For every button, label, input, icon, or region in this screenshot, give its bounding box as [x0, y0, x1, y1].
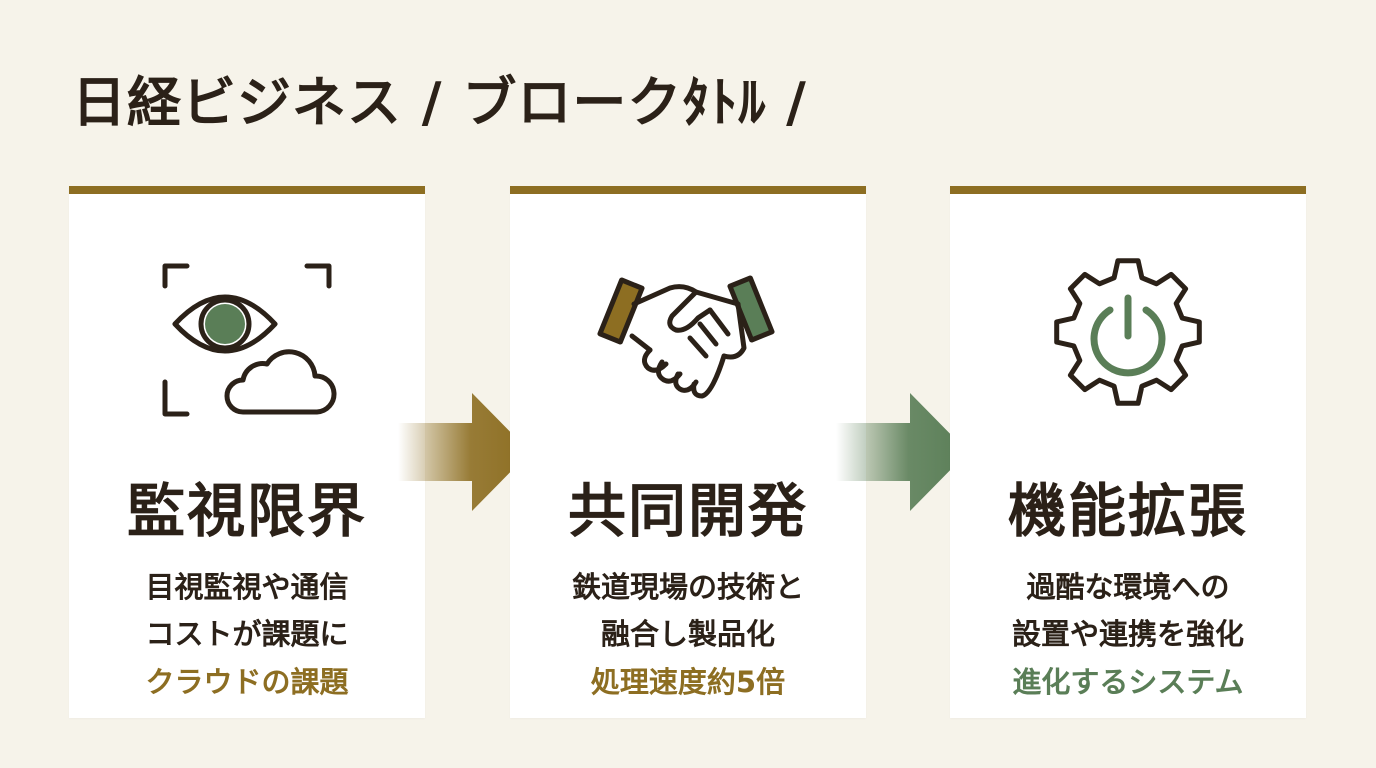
step-description: 過酷な環境への 設置や連携を強化 — [950, 564, 1306, 658]
card-top-bar — [510, 186, 866, 194]
card-top-bar — [69, 186, 425, 194]
step-description-line: コストが課題に — [145, 617, 349, 651]
eye-cloud-monitor-icon — [162, 263, 337, 417]
card-top-bar — [950, 186, 1306, 194]
step-description-line: 鉄道現場の技術と — [571, 570, 804, 604]
step-card-expansion: 機能拡張 過酷な環境への 設置や連携を強化 進化するシステム — [950, 186, 1306, 718]
step-description-line: 融合し製品化 — [600, 617, 775, 651]
arrow-right-icon — [836, 393, 968, 511]
step-description: 鉄道現場の技術と 融合し製品化 — [510, 564, 866, 658]
page-title: 日経ビジネス / ブロークﾀﾄﾙ / — [72, 71, 807, 134]
step-tag: 進化するシステム — [1012, 665, 1244, 699]
step-heading: 機能拡張 — [1007, 477, 1248, 545]
step-tag: 処理速度約5倍 — [590, 665, 786, 699]
handshake-icon — [597, 275, 775, 399]
step-card-monitoring: 監視限界 目視監視や通信 コストが課題に クラウドの課題 — [69, 186, 425, 718]
step-description-line: 過酷な環境への — [1026, 570, 1230, 604]
step-description-line: 設置や連携を強化 — [1011, 617, 1244, 651]
arrow-right-icon — [398, 393, 530, 511]
step-card-codevelopment: 共同開発 鉄道現場の技術と 融合し製品化 処理速度約5倍 — [510, 186, 866, 718]
step-heading: 共同開発 — [567, 477, 808, 545]
step-tag: クラウドの課題 — [145, 665, 349, 699]
gear-power-icon — [1054, 258, 1202, 406]
step-description: 目視監視や通信 コストが課題に — [69, 564, 425, 658]
step-description-line: 目視監視や通信 — [145, 570, 349, 604]
step-heading: 監視限界 — [126, 477, 367, 545]
